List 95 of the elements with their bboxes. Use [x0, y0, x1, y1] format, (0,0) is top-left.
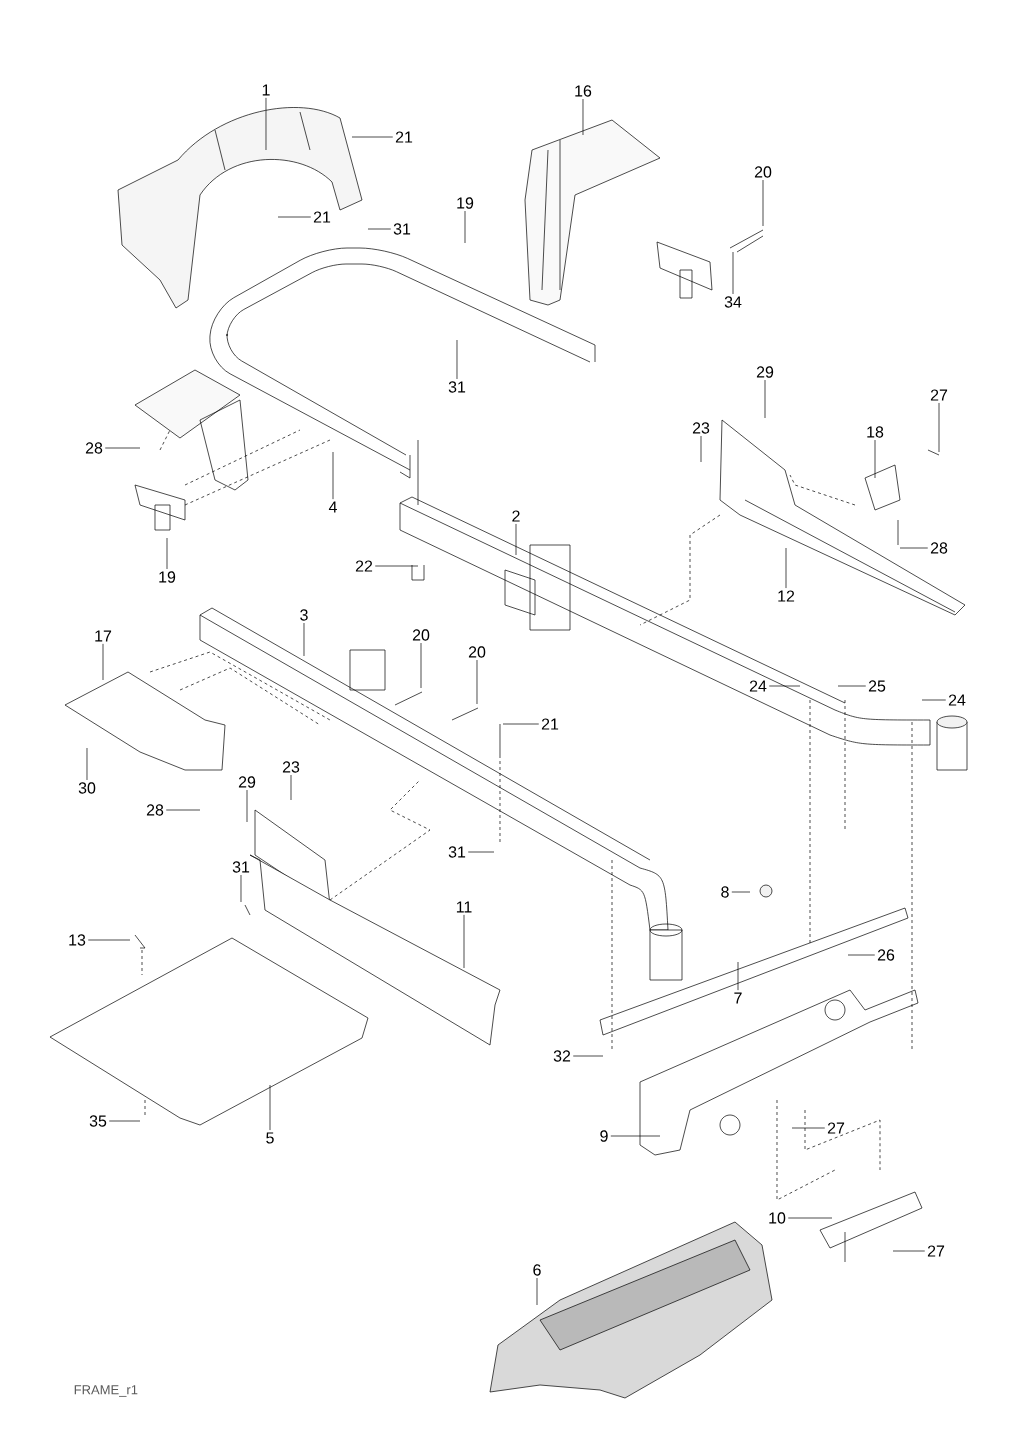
callout-number: 21: [313, 211, 331, 223]
callout-number: 19: [159, 571, 176, 583]
callout-number: 10: [769, 1212, 786, 1224]
leader-line: [938, 402, 940, 453]
leader-line: [572, 1055, 604, 1057]
leader-line: [791, 1127, 826, 1129]
leader-line: [108, 1120, 141, 1122]
callout-number: 28: [146, 804, 164, 816]
leader-line: [246, 789, 248, 823]
leader-line: [303, 622, 305, 657]
leader-line: [700, 435, 702, 463]
callout-number: 20: [468, 646, 486, 658]
callout-number: 3: [300, 609, 308, 621]
leader-line: [290, 774, 292, 801]
leader-line: [476, 659, 478, 705]
leader-line: [787, 1217, 833, 1219]
callout-number: 7: [734, 992, 742, 1004]
callout-number: 12: [778, 590, 795, 602]
callout-number: 27: [927, 1245, 945, 1257]
leader-line: [610, 1135, 661, 1137]
callout-number: 21: [395, 131, 413, 143]
callout-number: 29: [756, 366, 774, 378]
callout-number: 1: [262, 84, 270, 96]
callout-number: 24: [948, 694, 966, 706]
leader-line: [277, 216, 312, 218]
leader-line: [837, 685, 867, 687]
leader-line: [732, 251, 734, 295]
leader-line: [87, 939, 131, 941]
callout-number: 21: [541, 718, 559, 730]
leader-line: [165, 809, 201, 811]
leader-line: [463, 914, 465, 969]
callout-number: 26: [877, 949, 895, 961]
callout-number: 6: [533, 1264, 541, 1276]
callout-number: 2: [512, 510, 520, 522]
leader-line: [104, 447, 141, 449]
leader-line: [582, 98, 584, 136]
leader-line: [332, 451, 334, 500]
callout-number: 11: [456, 901, 472, 913]
leader-line: [737, 961, 739, 991]
callout-number: 16: [575, 85, 592, 97]
callout-number: 5: [266, 1132, 274, 1144]
callout-number: 28: [85, 442, 103, 454]
callout-number: 28: [930, 542, 948, 554]
callout-number: 9: [600, 1130, 608, 1142]
callout-number: 13: [69, 934, 86, 946]
callout-number: 17: [95, 630, 112, 642]
leader-line: [367, 228, 392, 230]
leader-line: [269, 1084, 271, 1131]
leader-line: [874, 439, 876, 479]
callout-number: 20: [754, 166, 772, 178]
leader-line: [464, 210, 466, 244]
callout-number: 34: [724, 296, 742, 308]
callout-number: 27: [930, 389, 948, 401]
callout-number: 31: [448, 381, 466, 393]
callout-number: 25: [868, 680, 886, 692]
leader-line: [921, 699, 947, 701]
leader-line: [420, 642, 422, 689]
callout-number: 22: [355, 560, 373, 572]
leader-line: [764, 379, 766, 419]
leader-line: [892, 1250, 926, 1252]
leader-line: [899, 547, 929, 549]
leader-line: [102, 643, 104, 681]
leader-line: [374, 565, 419, 567]
callout-number: 31: [232, 861, 250, 873]
callout-number: 27: [827, 1122, 845, 1134]
callout-number: 24: [749, 680, 767, 692]
callout-number: 32: [553, 1050, 571, 1062]
leader-line: [768, 685, 801, 687]
leader-line: [265, 97, 267, 151]
callout-number: 4: [328, 501, 337, 513]
leader-line: [240, 874, 242, 903]
leader-line: [456, 339, 458, 380]
callout-number: 30: [78, 782, 96, 794]
leader-line: [515, 523, 517, 556]
leader-line: [467, 851, 495, 853]
drawing-id: FRAME_r1: [74, 1385, 138, 1397]
callout-number: 23: [692, 422, 710, 434]
leader-line: [502, 723, 540, 725]
leader-line: [785, 547, 787, 589]
leader-line: [536, 1277, 538, 1306]
callout-number: 31: [393, 223, 411, 235]
callout-number: 19: [457, 197, 474, 209]
callout-number: 23: [282, 761, 300, 773]
callout-number: 35: [89, 1115, 107, 1127]
leader-line: [166, 537, 168, 570]
leader-line: [847, 954, 876, 956]
callout-number: 8: [721, 886, 729, 898]
leader-line: [762, 179, 764, 227]
leader-line: [731, 891, 751, 893]
callout-number: 20: [412, 629, 430, 641]
leader-line: [351, 136, 394, 138]
callout-number: 29: [238, 776, 256, 788]
callout-number: 31: [448, 846, 466, 858]
callout-number: 18: [867, 426, 884, 438]
leader-line: [86, 747, 88, 781]
